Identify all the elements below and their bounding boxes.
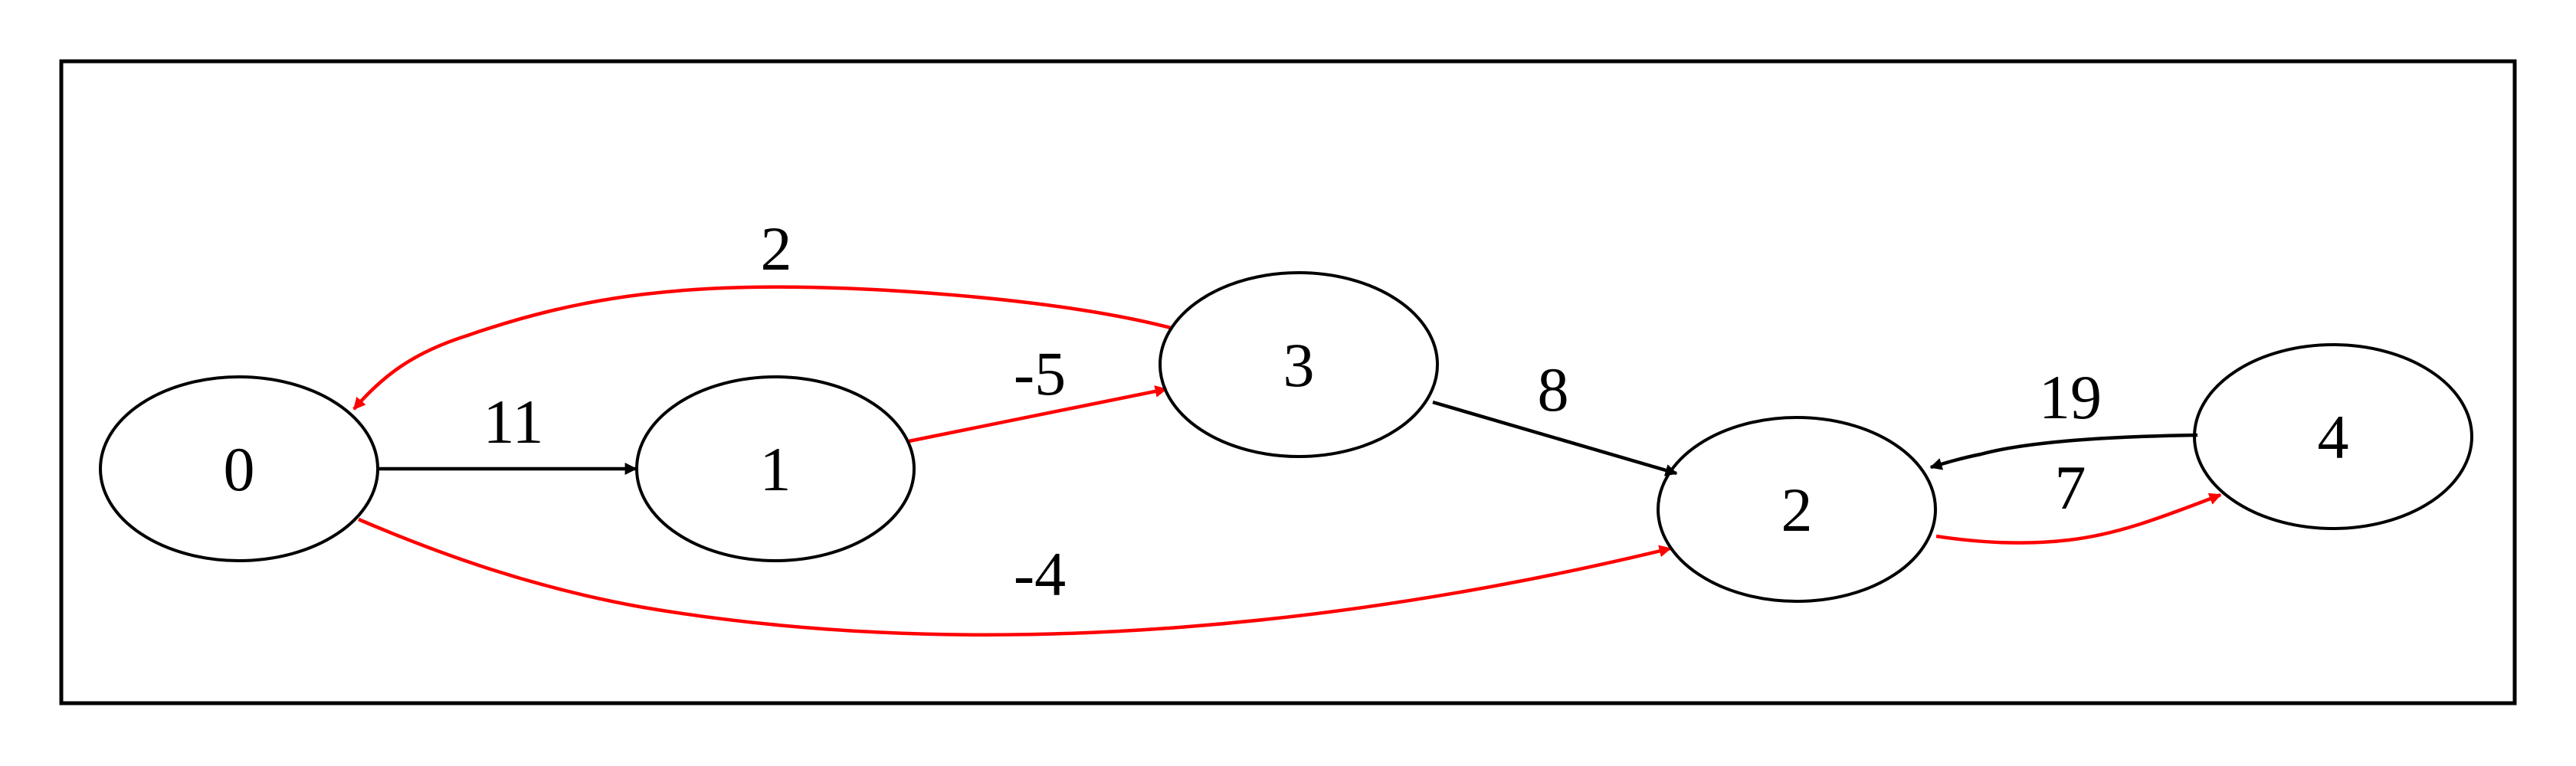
node-label: 3	[1283, 330, 1315, 400]
edge-label: -4	[1014, 539, 1066, 609]
edge-path	[908, 385, 1168, 444]
edge-4-2: 19	[1929, 362, 2198, 470]
edge-3-2: 8	[1432, 355, 1678, 476]
edge-1-3: -5	[908, 339, 1168, 444]
edge-path	[358, 517, 1672, 637]
edge-label: 2	[761, 214, 792, 283]
node-3[interactable]: 3	[1159, 271, 1439, 458]
edge-label: 11	[483, 387, 544, 457]
node-label: 4	[2318, 402, 2349, 472]
edge-2-4: 7	[1935, 453, 2222, 545]
graph-frame	[59, 59, 2517, 705]
edge-3-0: 2	[352, 214, 1172, 411]
edge-path	[352, 285, 1172, 411]
node-shape	[1657, 416, 1937, 603]
node-shape	[99, 375, 379, 562]
edge-label: 8	[1538, 355, 1569, 424]
edge-path	[1935, 493, 2222, 545]
node-label: 1	[760, 434, 791, 504]
node-4[interactable]: 4	[2193, 343, 2473, 530]
edge-label: 19	[2039, 362, 2102, 432]
node-shape	[635, 375, 916, 562]
node-label: 0	[224, 434, 255, 504]
edge-path	[1432, 400, 1678, 476]
node-0[interactable]: 0	[99, 375, 379, 562]
node-2[interactable]: 2	[1657, 416, 1937, 603]
edge-0-1: 11	[379, 387, 637, 475]
edge-path	[1929, 433, 2198, 470]
edge-0-2: -4	[358, 517, 1672, 637]
node-shape	[2193, 343, 2473, 530]
node-shape	[1159, 271, 1439, 458]
node-1[interactable]: 1	[635, 375, 916, 562]
edge-label: -5	[1014, 339, 1066, 408]
edge-label: 7	[2055, 453, 2086, 522]
node-label: 2	[1781, 475, 1813, 545]
